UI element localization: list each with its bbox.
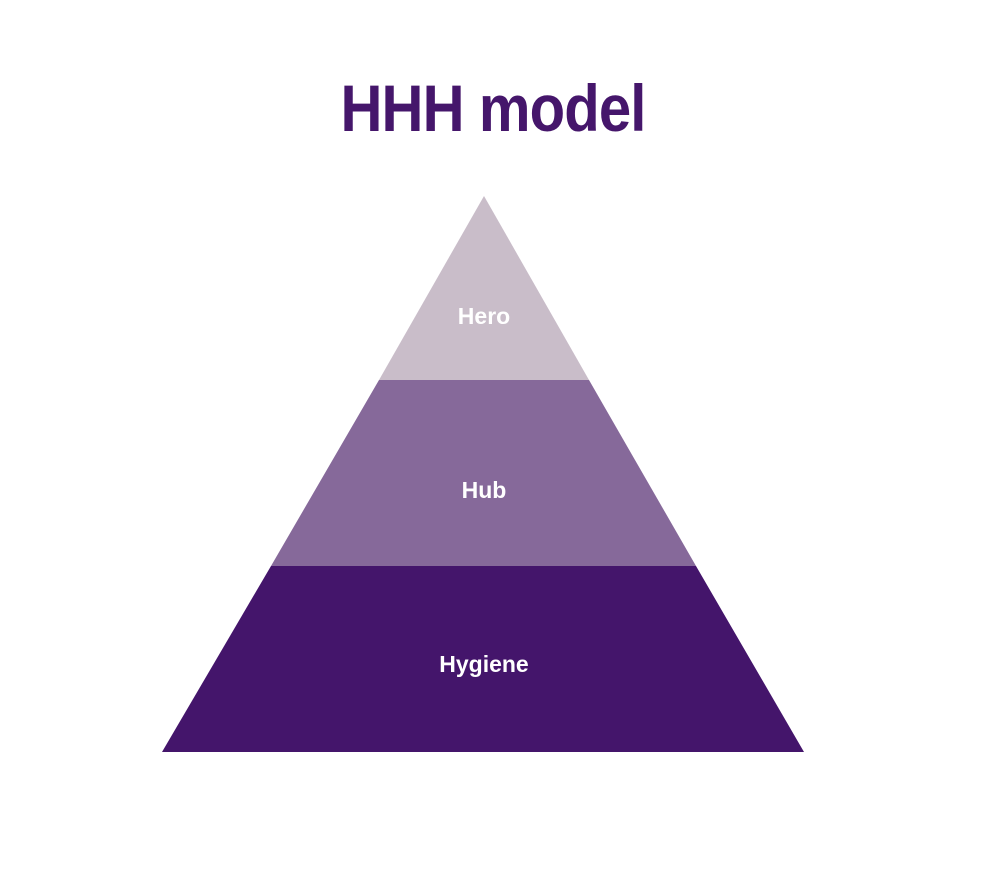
layer-label-hub: Hub <box>462 477 507 503</box>
layer-label-hygiene: Hygiene <box>439 651 528 677</box>
pyramid-layer-hub <box>271 380 696 566</box>
diagram-title: HHH model <box>340 71 646 145</box>
pyramid-layer-hero <box>379 196 589 380</box>
layer-label-hero: Hero <box>458 303 510 329</box>
pyramid-layer-hygiene <box>162 566 804 752</box>
